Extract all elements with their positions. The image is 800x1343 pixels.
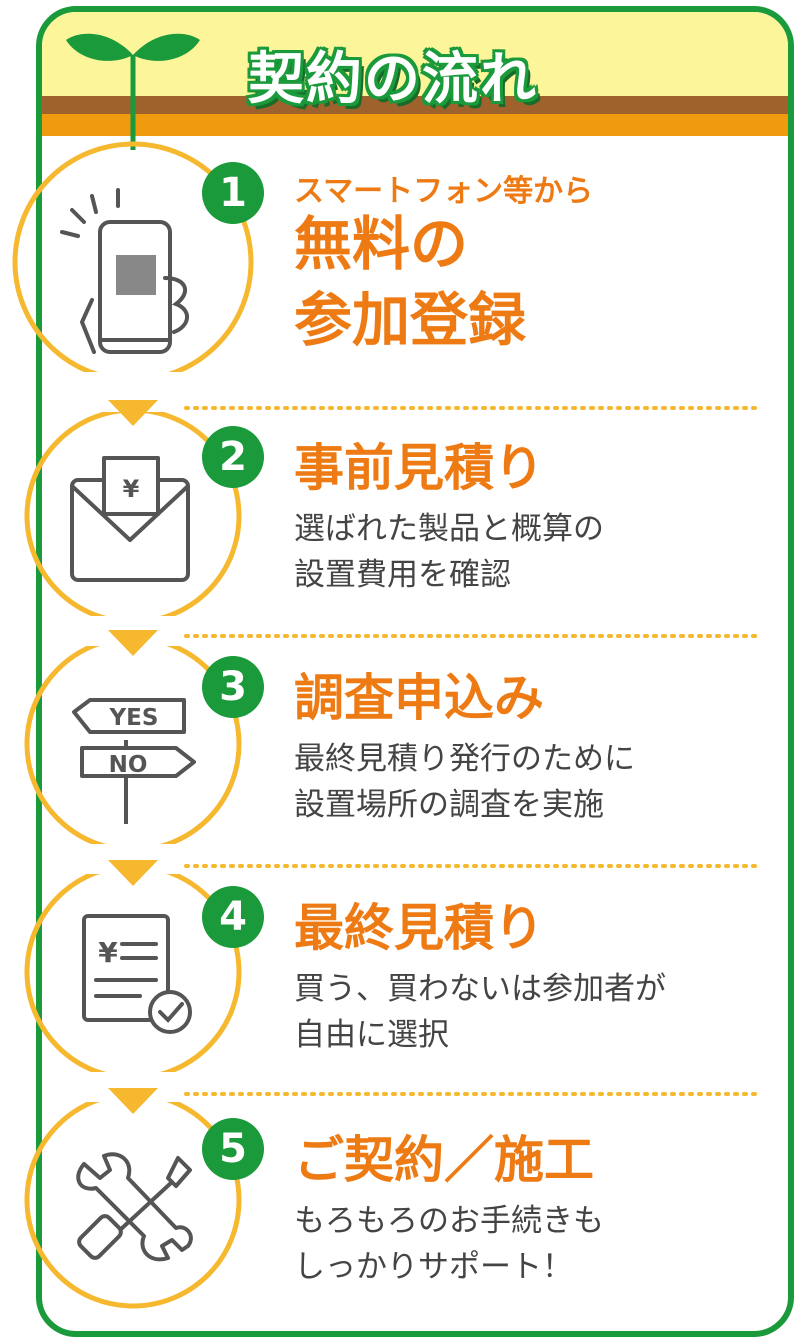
smartphone-qr-icon	[60, 188, 189, 354]
separators	[184, 406, 764, 1096]
step-2-title: 事前見積り	[294, 439, 544, 497]
step-number-5: 5	[202, 1118, 264, 1180]
flow-arrows	[108, 400, 158, 1114]
step-2-description: 選ばれた製品と概算の 設置費用を確認	[294, 511, 604, 593]
step-3-description: 最終見積り発行のために 設置場所の調査を実施	[294, 741, 635, 823]
yes-no-signpost-icon	[72, 698, 196, 824]
wrench-screwdriver-icon	[76, 1152, 193, 1262]
arrow-down-icon	[108, 400, 158, 426]
step-4-title: 最終見積り	[294, 899, 544, 957]
step-1-title: 無料の 参加登録	[294, 210, 527, 354]
arrow-down-icon	[108, 1088, 158, 1114]
arrow-down-icon	[108, 630, 158, 656]
invoice-yen-symbol: ¥	[98, 936, 118, 969]
step-number-4: 4	[202, 886, 264, 948]
sprout-icon	[66, 33, 200, 150]
sign-yes-label: YES	[109, 705, 159, 731]
yen-symbol: ¥	[123, 475, 140, 503]
arrow-down-icon	[108, 860, 158, 886]
page-title: 契約の流れ	[248, 47, 538, 112]
contract-flow-card: 契約の流れ	[36, 6, 794, 1337]
step-3-title: 調査申込み	[294, 669, 544, 727]
step-number-1: 1	[202, 162, 264, 224]
step-5-description: もろもろのお手続きも しっかりサポート！	[294, 1203, 604, 1285]
yen-envelope-icon	[70, 456, 190, 582]
step-4-description: 買う、買わないは参加者が 自由に選択	[294, 971, 666, 1053]
sign-no-label: NO	[109, 752, 148, 778]
soil-stripe	[42, 96, 788, 114]
yen-invoice-check-icon	[82, 914, 192, 1034]
step-1-pretitle: スマートフォン等から	[294, 174, 594, 209]
step-5-title: ご契約／施工	[294, 1131, 594, 1189]
ground-stripe	[42, 114, 788, 136]
step-number-3: 3	[202, 656, 264, 718]
step-number-2: 2	[202, 426, 264, 488]
